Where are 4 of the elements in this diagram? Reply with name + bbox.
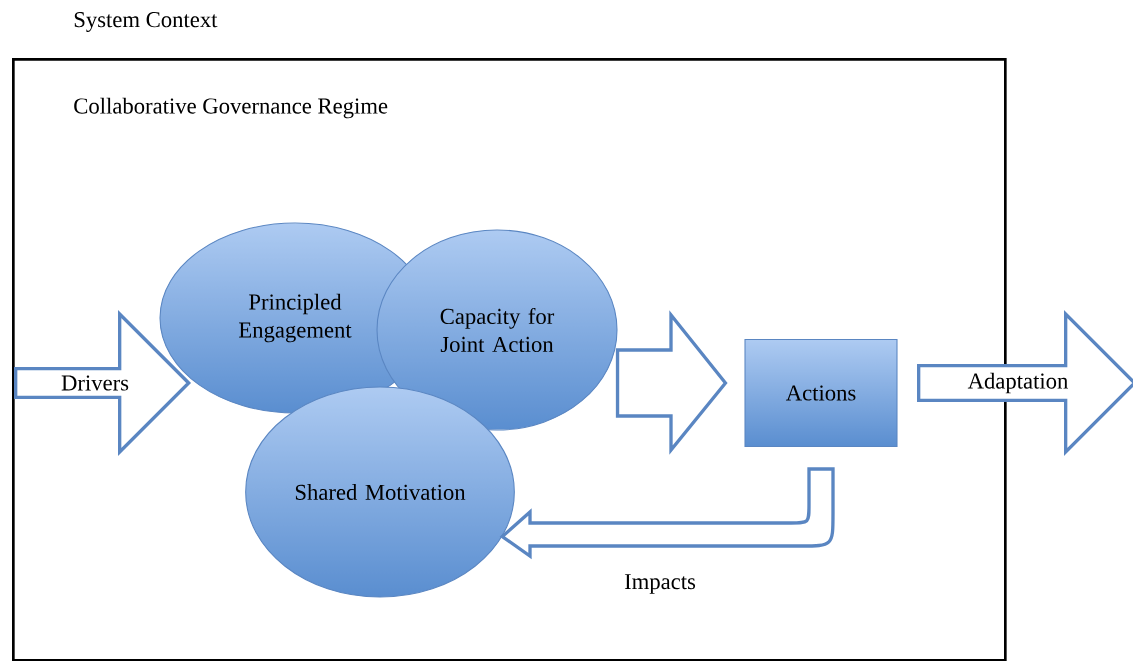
heading: System Context	[74, 12, 218, 32]
process-box: Actions	[744, 338, 898, 448]
edge-label: Impacts	[622, 572, 698, 596]
block-arrow	[500, 467, 835, 558]
